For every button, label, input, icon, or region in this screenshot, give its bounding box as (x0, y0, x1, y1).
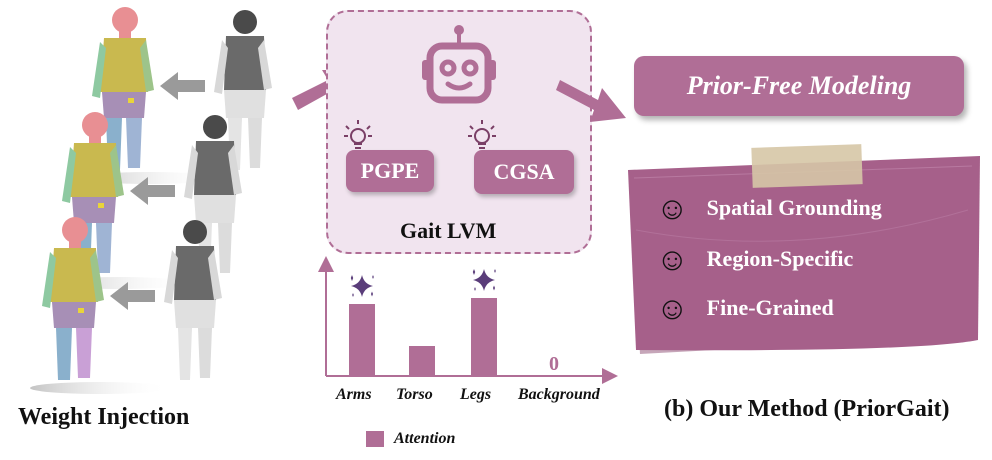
smiley-icon: ☺ (656, 190, 689, 226)
note-item-fine-grained: ☺ Fine-Grained (656, 292, 834, 324)
category-label-legs: Legs (460, 386, 492, 403)
note-item-label: Fine-Grained (706, 295, 834, 320)
sparkle-icon (472, 269, 496, 291)
bar-arms (349, 304, 375, 376)
right-caption: (b) Our Method (PriorGait) (664, 396, 950, 422)
chart-legend: Attention (366, 430, 455, 448)
left-caption: Weight Injection (18, 404, 190, 430)
legend-swatch (366, 431, 384, 447)
prior-free-modeling-box: Prior-Free Modeling (634, 56, 964, 116)
weight-injection-illustration (30, 7, 272, 394)
category-label-background: Background (518, 386, 600, 403)
segmented-body-figure (42, 217, 104, 380)
attention-bar-chart: 0 (318, 256, 618, 384)
arrow-to-prior-icon (556, 80, 626, 122)
sticky-note (628, 144, 980, 354)
bar-legs (471, 298, 497, 376)
legend-label: Attention (394, 430, 456, 447)
gray-body-figure (164, 220, 222, 380)
gait-lvm-box (326, 10, 592, 254)
smiley-icon: ☺ (656, 241, 689, 277)
note-item-region-specific: ☺ Region-Specific (656, 243, 853, 275)
sparkle-icon (350, 275, 374, 297)
smiley-icon: ☺ (656, 290, 689, 326)
lvm-title: Gait LVM (400, 218, 497, 243)
note-item-label: Region-Specific (706, 246, 854, 271)
pgpe-module: PGPE (346, 150, 434, 192)
robot-icon (422, 25, 496, 104)
category-label-torso: Torso (396, 386, 433, 403)
cgsa-module: CGSA (474, 150, 574, 194)
data-label-background: 0 (549, 353, 559, 375)
lightbulb-icon (468, 120, 496, 149)
note-item-spatial-grounding: ☺ Spatial Grounding (656, 192, 882, 224)
lightbulb-icon (344, 120, 372, 149)
bar-torso (409, 346, 435, 376)
note-item-label: Spatial Grounding (706, 195, 882, 220)
figure-row-1 (80, 7, 272, 184)
category-label-arms: Arms (336, 386, 372, 403)
figure-row-3 (30, 217, 222, 394)
